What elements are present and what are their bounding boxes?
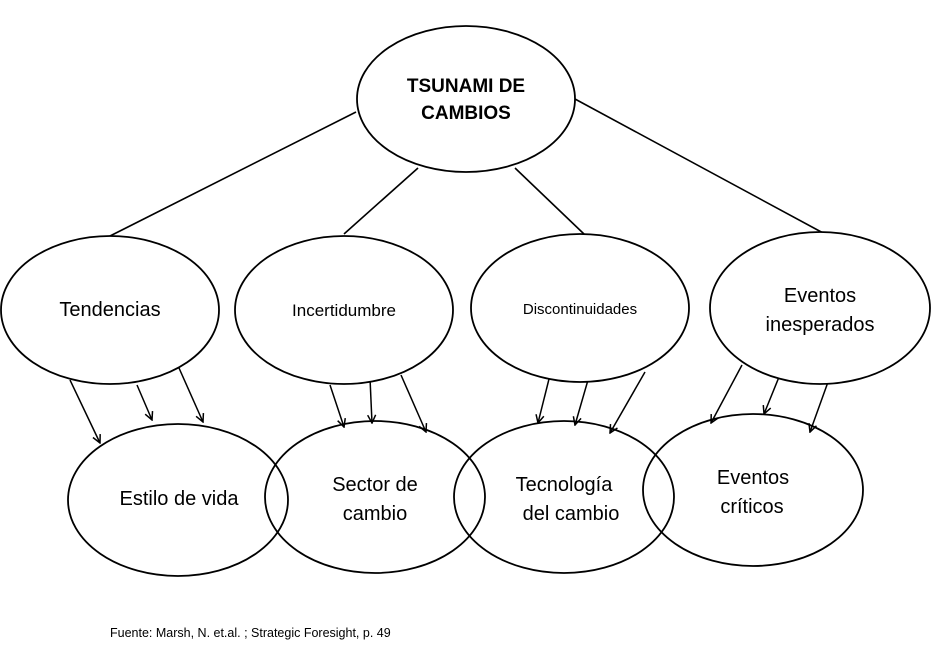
driver-incertidumbre: Incertidumbre: [234, 235, 454, 385]
driver-eventos-label-line1: Eventos: [784, 285, 856, 307]
connector-root-discontinuidades: [514, 167, 585, 235]
driver-eventos: Eventos inesperados: [709, 231, 931, 385]
arrow-eventos-3: [810, 381, 829, 432]
outcome-tecnologia-ellipse: [453, 420, 675, 574]
root-title-line1: TSUNAMI DE: [407, 76, 525, 97]
driver-incertidumbre-label: Incertidumbre: [292, 301, 396, 320]
source-citation: Fuente: Marsh, N. et.al. ; Strategic For…: [110, 626, 391, 640]
connector-root-tendencias: [109, 111, 357, 237]
driver-tendencias-label: Tendencias: [59, 299, 160, 321]
arrow-incertidumbre-2: [370, 377, 372, 423]
arrow-tendencias-3: [178, 367, 203, 422]
outcome-nodes: [67, 413, 864, 577]
driver-incertidumbre-ellipse: [234, 235, 454, 385]
outcome-criticos-label-line2: críticos: [720, 496, 783, 518]
arrow-discontinuidades-2: [575, 379, 589, 425]
arrow-discontinuidades-3: [610, 371, 646, 433]
arrow-eventos-1: [711, 364, 743, 423]
driver-arrows: [69, 364, 829, 443]
outcome-labels: Estilo de vida Sector de cambio Tecnolog…: [120, 467, 790, 525]
driver-discontinuidades: Discontinuidades: [470, 233, 690, 383]
arrow-tendencias-2: [136, 384, 152, 420]
root-connectors: [109, 98, 826, 237]
root-title-line2: CAMBIOS: [421, 103, 511, 124]
driver-tendencias-ellipse: [0, 235, 220, 385]
outcome-tecnologia-label-line2: del cambio: [523, 503, 620, 525]
arrow-incertidumbre-3: [400, 374, 426, 432]
driver-tendencias: Tendencias: [0, 235, 220, 385]
arrow-incertidumbre-1: [329, 384, 344, 427]
outcome-sector-label-line2: cambio: [343, 503, 407, 525]
root-node: TSUNAMI DE CAMBIOS: [356, 25, 576, 173]
outcome-tecnologia-label-line1: Tecnología: [516, 474, 614, 496]
driver-eventos-label-line2: inesperados: [766, 314, 875, 336]
outcome-estilo-label: Estilo de vida: [120, 488, 240, 510]
outcome-sector-label-line1: Sector de: [332, 474, 418, 496]
connector-root-incertidumbre: [343, 167, 419, 235]
connector-root-eventos: [574, 98, 826, 235]
root-ellipse: [356, 25, 576, 173]
driver-eventos-ellipse: [709, 231, 931, 385]
arrow-tendencias-1: [69, 379, 100, 443]
driver-discontinuidades-label: Discontinuidades: [523, 301, 637, 318]
arrow-eventos-2: [764, 376, 780, 414]
outcome-sector-ellipse: [264, 420, 486, 574]
arrow-discontinuidades-1: [538, 378, 550, 423]
driver-discontinuidades-ellipse: [470, 233, 690, 383]
outcome-estilo-ellipse: [67, 423, 289, 577]
outcome-criticos-ellipse: [642, 413, 864, 567]
outcome-criticos-label-line1: Eventos: [717, 467, 789, 489]
